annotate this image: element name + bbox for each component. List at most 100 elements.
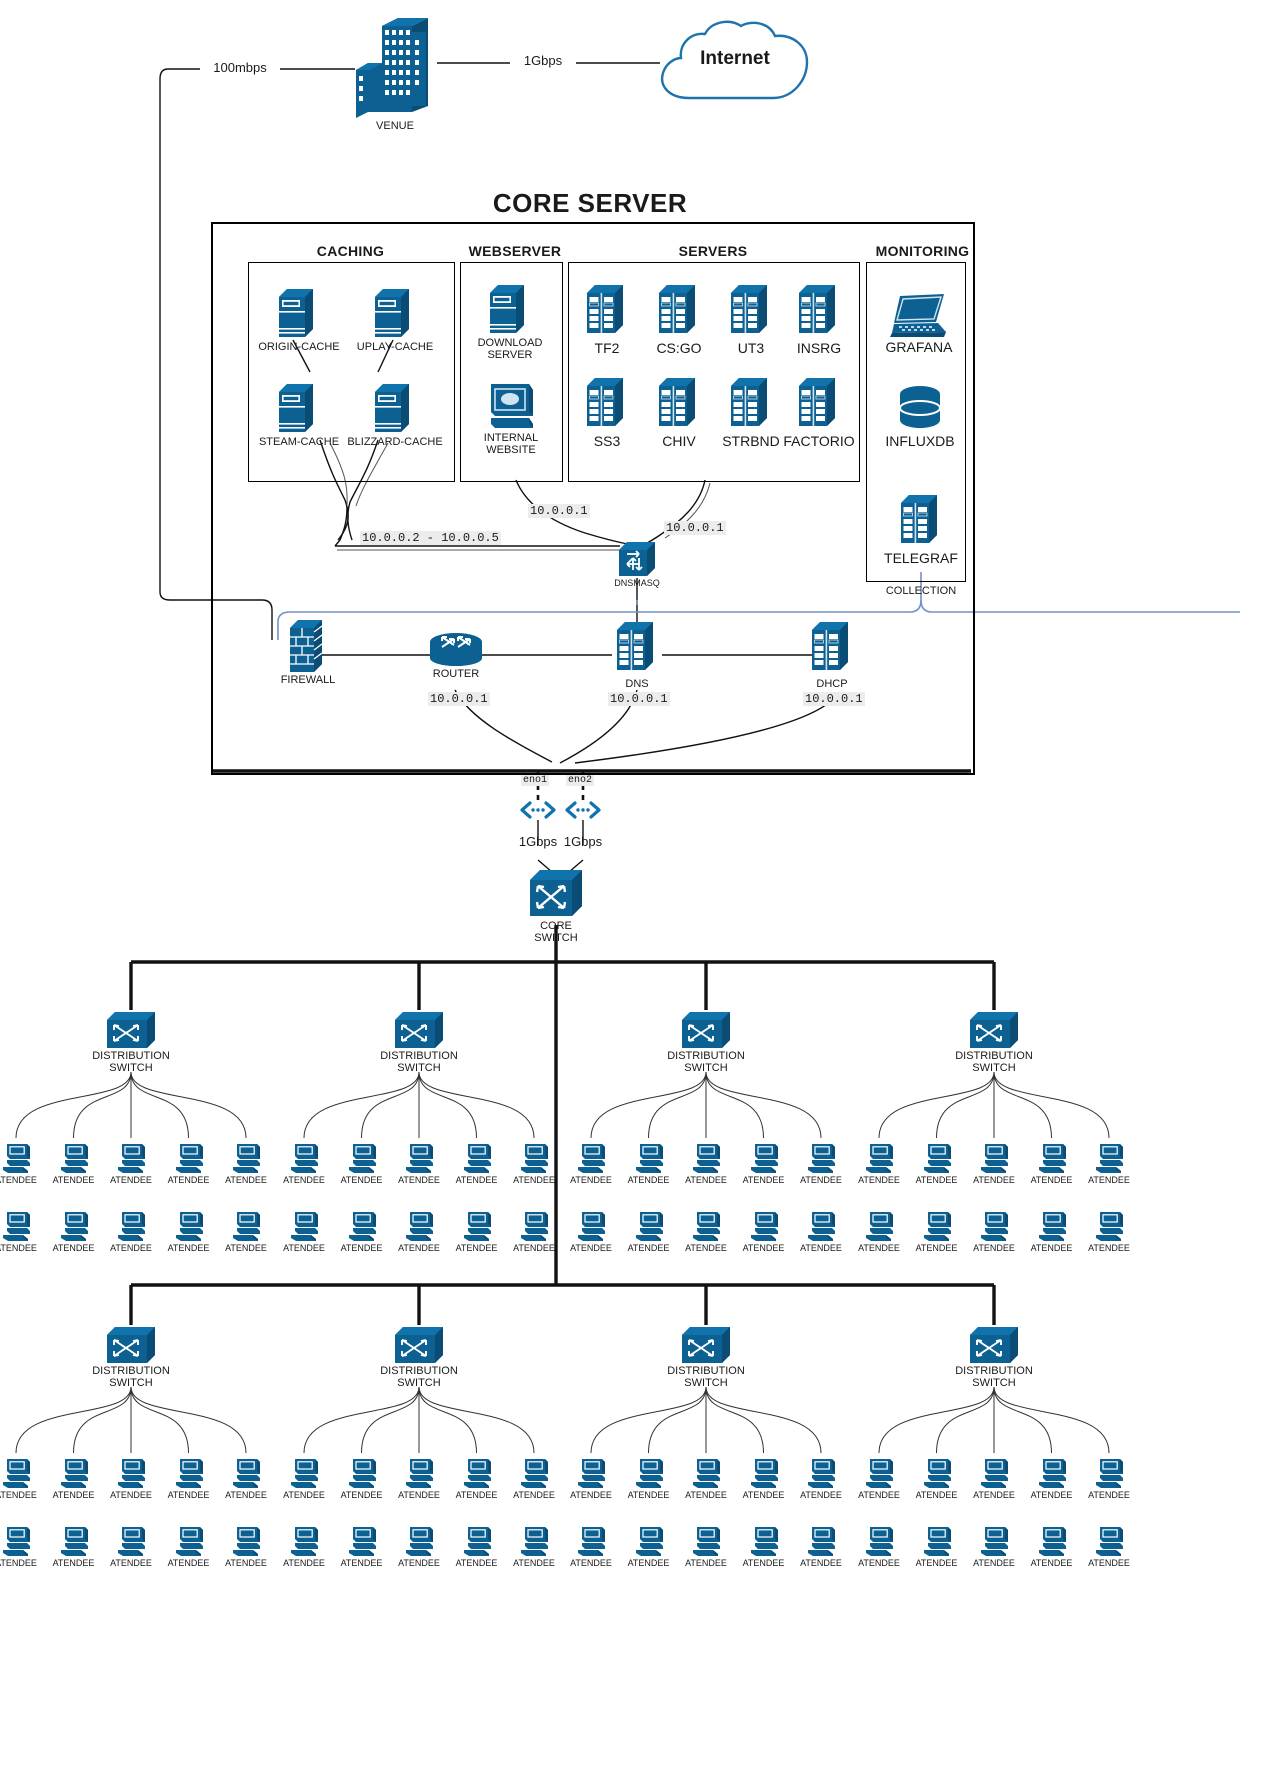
node-attendee[interactable]: ATENDEE xyxy=(168,1210,209,1253)
node-attendee[interactable]: ATENDEE xyxy=(341,1457,382,1500)
venue-node[interactable]: VENUE xyxy=(352,8,438,132)
node-telegraf[interactable]: TELEGRAF xyxy=(884,493,958,566)
node-dns[interactable]: DNS xyxy=(615,620,659,690)
node-attendee[interactable]: ATENDEE xyxy=(1088,1457,1130,1500)
node-attendee[interactable]: ATENDEE xyxy=(570,1142,612,1185)
node-router[interactable]: ROUTER xyxy=(428,628,484,680)
node-attendee[interactable]: ATENDEE xyxy=(570,1457,612,1500)
node-attendee[interactable]: ATENDEE xyxy=(513,1210,555,1253)
node-dhcp[interactable]: DHCP xyxy=(810,620,854,690)
node-steam-cache[interactable]: STEAM-CACHE xyxy=(259,382,339,448)
node-attendee[interactable]: ATENDEE xyxy=(858,1457,900,1500)
node-attendee[interactable]: ATENDEE xyxy=(225,1210,267,1253)
node-attendee[interactable]: ATENDEE xyxy=(973,1457,1015,1500)
node-attendee[interactable]: ATENDEE xyxy=(398,1457,440,1500)
node-attendee[interactable]: ATENDEE xyxy=(398,1525,440,1568)
node-ut3[interactable]: UT3 xyxy=(729,283,773,356)
node-attendee[interactable]: ATENDEE xyxy=(456,1142,497,1185)
node-attendee[interactable]: ATENDEE xyxy=(168,1457,209,1500)
node-attendee[interactable]: ATENDEE xyxy=(800,1525,842,1568)
node-csgo[interactable]: CS:GO xyxy=(656,283,702,356)
node-attendee[interactable]: ATENDEE xyxy=(1031,1210,1072,1253)
node-tf2[interactable]: TF2 xyxy=(585,283,629,356)
node-attendee[interactable]: ATENDEE xyxy=(283,1457,325,1500)
node-attendee[interactable]: ATENDEE xyxy=(1088,1210,1130,1253)
node-firewall[interactable]: FIREWALL xyxy=(281,618,335,686)
node-origin-cache[interactable]: ORIGIN-CACHE xyxy=(258,287,340,353)
node-attendee[interactable]: ATENDEE xyxy=(283,1525,325,1568)
node-attendee[interactable]: ATENDEE xyxy=(513,1142,555,1185)
node-chiv[interactable]: CHIV xyxy=(657,376,701,449)
node-dnsmasq[interactable]: DNSMASQ xyxy=(614,540,660,588)
node-attendee[interactable]: ATENDEE xyxy=(168,1142,209,1185)
node-attendee[interactable]: ATENDEE xyxy=(0,1142,37,1185)
node-attendee[interactable]: ATENDEE xyxy=(53,1210,94,1253)
node-uplay-cache[interactable]: UPLAY-CACHE xyxy=(357,287,433,353)
node-attendee[interactable]: ATENDEE xyxy=(685,1210,727,1253)
node-attendee[interactable]: ATENDEE xyxy=(973,1525,1015,1568)
internet-cloud-node[interactable]: Internet xyxy=(655,18,815,110)
node-attendee[interactable]: ATENDEE xyxy=(53,1142,94,1185)
node-factorio[interactable]: FACTORIO xyxy=(783,376,855,449)
node-attendee[interactable]: ATENDEE xyxy=(513,1525,555,1568)
node-attendee[interactable]: ATENDEE xyxy=(53,1525,94,1568)
node-attendee[interactable]: ATENDEE xyxy=(110,1210,152,1253)
node-attendee[interactable]: ATENDEE xyxy=(800,1142,842,1185)
node-attendee[interactable]: ATENDEE xyxy=(0,1525,37,1568)
node-attendee[interactable]: ATENDEE xyxy=(628,1525,669,1568)
node-attendee[interactable]: ATENDEE xyxy=(341,1142,382,1185)
node-attendee[interactable]: ATENDEE xyxy=(456,1210,497,1253)
node-influxdb[interactable]: INFLUXDB xyxy=(885,384,955,449)
node-attendee[interactable]: ATENDEE xyxy=(341,1210,382,1253)
node-attendee[interactable]: ATENDEE xyxy=(570,1210,612,1253)
node-attendee[interactable]: ATENDEE xyxy=(685,1525,727,1568)
node-attendee[interactable]: ATENDEE xyxy=(1031,1525,1072,1568)
node-attendee[interactable]: ATENDEE xyxy=(685,1142,727,1185)
node-insrg[interactable]: INSRG xyxy=(797,283,841,356)
node-attendee[interactable]: ATENDEE xyxy=(743,1210,784,1253)
node-attendee[interactable]: ATENDEE xyxy=(225,1525,267,1568)
node-attendee[interactable]: ATENDEE xyxy=(800,1210,842,1253)
node-attendee[interactable]: ATENDEE xyxy=(225,1457,267,1500)
node-attendee[interactable]: ATENDEE xyxy=(110,1457,152,1500)
node-attendee[interactable]: ATENDEE xyxy=(743,1142,784,1185)
node-attendee[interactable]: ATENDEE xyxy=(398,1210,440,1253)
node-attendee[interactable]: ATENDEE xyxy=(916,1142,957,1185)
node-attendee[interactable]: ATENDEE xyxy=(973,1210,1015,1253)
node-attendee[interactable]: ATENDEE xyxy=(168,1525,209,1568)
node-attendee[interactable]: ATENDEE xyxy=(456,1457,497,1500)
node-attendee[interactable]: ATENDEE xyxy=(916,1525,957,1568)
node-attendee[interactable]: ATENDEE xyxy=(110,1142,152,1185)
node-attendee[interactable]: ATENDEE xyxy=(1088,1525,1130,1568)
node-attendee[interactable]: ATENDEE xyxy=(628,1142,669,1185)
node-attendee[interactable]: ATENDEE xyxy=(0,1210,37,1253)
node-strbnd[interactable]: STRBND xyxy=(722,376,780,449)
node-attendee[interactable]: ATENDEE xyxy=(456,1525,497,1568)
node-blizzard-cache[interactable]: BLIZZARD-CACHE xyxy=(347,382,443,448)
node-attendee[interactable]: ATENDEE xyxy=(0,1457,37,1500)
node-attendee[interactable]: ATENDEE xyxy=(743,1457,784,1500)
node-attendee[interactable]: ATENDEE xyxy=(1031,1457,1072,1500)
node-attendee[interactable]: ATENDEE xyxy=(513,1457,555,1500)
node-attendee[interactable]: ATENDEE xyxy=(283,1142,325,1185)
node-attendee[interactable]: ATENDEE xyxy=(1088,1142,1130,1185)
node-ss3[interactable]: SS3 xyxy=(585,376,629,449)
node-attendee[interactable]: ATENDEE xyxy=(916,1457,957,1500)
node-attendee[interactable]: ATENDEE xyxy=(973,1142,1015,1185)
node-attendee[interactable]: ATENDEE xyxy=(858,1210,900,1253)
node-attendee[interactable]: ATENDEE xyxy=(53,1457,94,1500)
node-attendee[interactable]: ATENDEE xyxy=(858,1142,900,1185)
node-attendee[interactable]: ATENDEE xyxy=(685,1457,727,1500)
node-attendee[interactable]: ATENDEE xyxy=(398,1142,440,1185)
node-attendee[interactable]: ATENDEE xyxy=(283,1210,325,1253)
node-attendee[interactable]: ATENDEE xyxy=(1031,1142,1072,1185)
node-attendee[interactable]: ATENDEE xyxy=(110,1525,152,1568)
node-attendee[interactable]: ATENDEE xyxy=(858,1525,900,1568)
node-attendee[interactable]: ATENDEE xyxy=(225,1142,267,1185)
